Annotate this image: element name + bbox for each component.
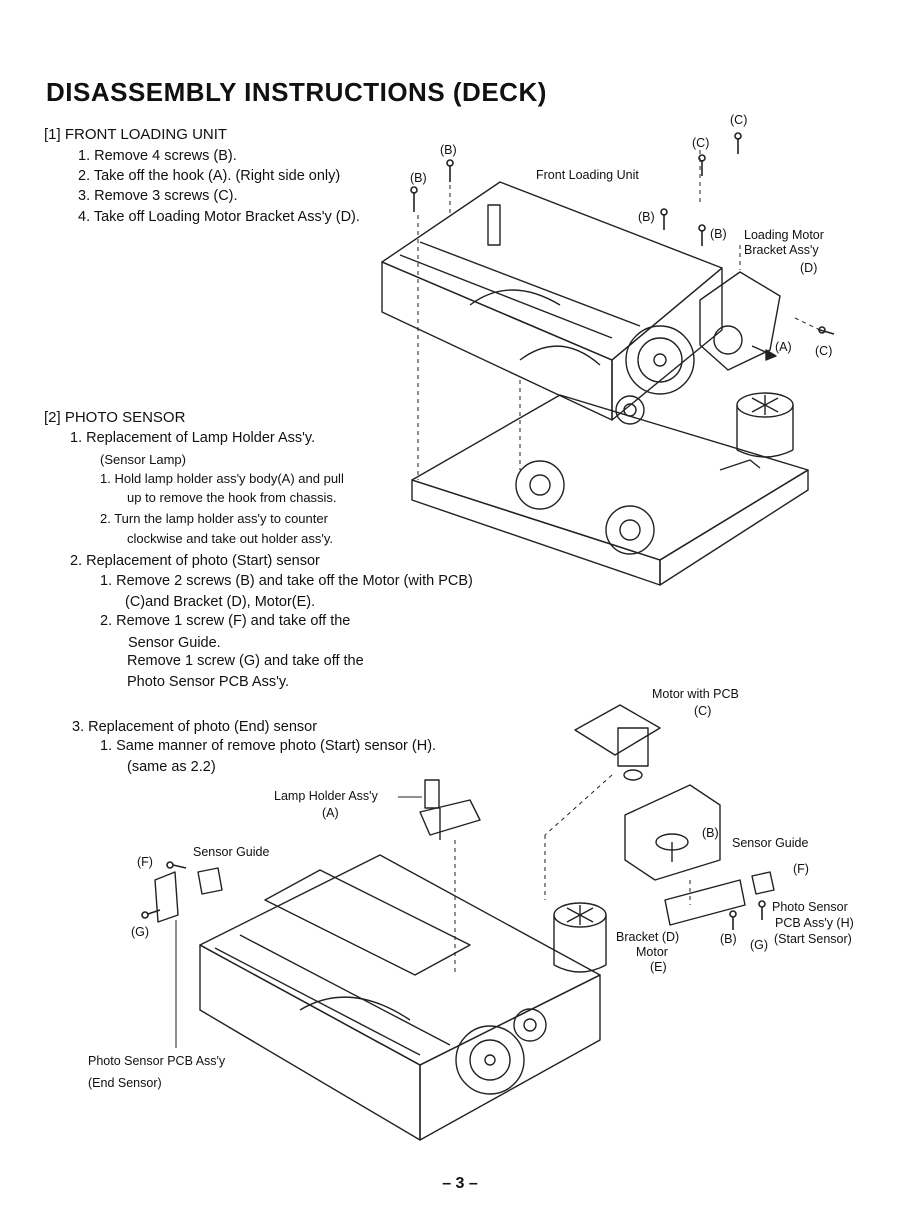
section-3-step: (same as 2.2) bbox=[127, 759, 216, 775]
section-1-step: 2. Take off the hook (A). (Right side on… bbox=[78, 168, 341, 184]
lamp-holder-drawing bbox=[419, 779, 481, 840]
section-1-heading: [1] FRONT LOADING UNIT bbox=[44, 126, 228, 143]
photo-sensor-label: (Start Sensor) bbox=[774, 932, 852, 946]
section-2-sub1: 1. Replacement of Lamp Holder Ass'y. bbox=[70, 430, 316, 446]
section-2-sub1-note: (Sensor Lamp) bbox=[100, 452, 186, 467]
photo-sensor-label: Photo Sensor bbox=[772, 900, 848, 914]
photo-end-sensor-label: (End Sensor) bbox=[88, 1076, 162, 1090]
loading-motor-bracket-drawing bbox=[699, 271, 781, 371]
section-2-sub1-step: 2. Turn the lamp holder ass'y to counter bbox=[100, 511, 328, 526]
lamp-holder-label: Lamp Holder Ass'y bbox=[274, 789, 378, 803]
section-1-step: 3. Remove 3 screws (C). bbox=[78, 188, 238, 204]
bracket-label: Bracket (D) bbox=[616, 930, 680, 944]
section-3-heading: 3. Replacement of photo (End) sensor bbox=[72, 719, 318, 735]
label-g: (G) bbox=[131, 925, 150, 939]
photo-sensor-label: PCB Ass'y (H) bbox=[775, 916, 854, 930]
page-number: – 3 – bbox=[442, 1175, 478, 1192]
motor-label: Motor bbox=[636, 945, 668, 959]
motor-label: (E) bbox=[650, 960, 667, 974]
label-g: (G) bbox=[750, 938, 769, 952]
section-2-sub2: 2. Replacement of photo (Start) sensor bbox=[70, 553, 320, 569]
section-2-sub2-step: Photo Sensor PCB Ass'y. bbox=[127, 674, 290, 690]
screw-icon bbox=[410, 132, 835, 335]
section-2-heading: [2] PHOTO SENSOR bbox=[44, 409, 186, 426]
section-2-sub2-step: Remove 1 screw (G) and take off the bbox=[127, 653, 364, 669]
label-b: (B) bbox=[410, 171, 427, 185]
bracket-drawing bbox=[624, 784, 721, 881]
photo-sensor-pcb-drawing bbox=[154, 871, 746, 926]
lamp-holder-label: (A) bbox=[322, 806, 339, 820]
sensor-guide-label: Sensor Guide bbox=[732, 836, 809, 850]
label-c: (C) bbox=[730, 113, 748, 127]
label-b: (B) bbox=[720, 932, 737, 946]
front-loading-unit-label: Front Loading Unit bbox=[536, 168, 639, 182]
chassis-drawing bbox=[411, 392, 809, 586]
front-loading-unit-drawing bbox=[381, 181, 723, 421]
page-title: DISASSEMBLY INSTRUCTIONS (DECK) bbox=[46, 77, 547, 107]
motor-drawing bbox=[553, 902, 607, 973]
screw-icon bbox=[141, 861, 766, 930]
label-c: (C) bbox=[815, 344, 833, 358]
section-1-step: 4. Take off Loading Motor Bracket Ass'y … bbox=[78, 209, 360, 225]
section-1-step: 1. Remove 4 screws (B). bbox=[78, 148, 237, 164]
label-b: (B) bbox=[440, 143, 457, 157]
gear-icon bbox=[615, 325, 695, 425]
loading-motor-label: Loading Motor bbox=[744, 228, 824, 242]
label-b: (B) bbox=[638, 210, 655, 224]
section-2-sub1-step: 1. Hold lamp holder ass'y body(A) and pu… bbox=[100, 471, 344, 486]
loading-motor-label: (D) bbox=[800, 261, 818, 275]
section-2-sub2-step: 1. Remove 2 screws (B) and take off the … bbox=[100, 573, 473, 589]
label-b: (B) bbox=[702, 826, 719, 840]
motor-with-pcb-label: Motor with PCB bbox=[652, 687, 739, 701]
motor-with-pcb-label: (C) bbox=[694, 704, 712, 718]
motor-with-pcb-drawing bbox=[574, 704, 661, 781]
section-2-sub2-step: (C)and Bracket (D), Motor(E). bbox=[125, 594, 316, 610]
sensor-guide-drawing bbox=[197, 867, 775, 895]
sensor-guide-label: Sensor Guide bbox=[193, 845, 270, 859]
photo-end-sensor-label: Photo Sensor PCB Ass'y bbox=[88, 1054, 226, 1068]
section-2-sub2-step: Sensor Guide. bbox=[128, 635, 221, 651]
section-2-sub2-step: 2. Remove 1 screw (F) and take off the bbox=[100, 613, 351, 629]
gear-icon bbox=[455, 1008, 547, 1095]
label-f: (F) bbox=[793, 862, 809, 876]
label-f: (F) bbox=[137, 855, 153, 869]
label-a: (A) bbox=[775, 340, 792, 354]
section-2-sub1-step: up to remove the hook from chassis. bbox=[127, 490, 337, 505]
label-c: (C) bbox=[692, 136, 710, 150]
loading-motor-label: Bracket Ass'y bbox=[744, 243, 819, 257]
section-3-step: 1. Same manner of remove photo (Start) s… bbox=[100, 738, 437, 754]
label-b: (B) bbox=[710, 227, 727, 241]
section-2-sub1-step: clockwise and take out holder ass'y. bbox=[127, 531, 334, 546]
deck-chassis-drawing bbox=[199, 854, 601, 1141]
